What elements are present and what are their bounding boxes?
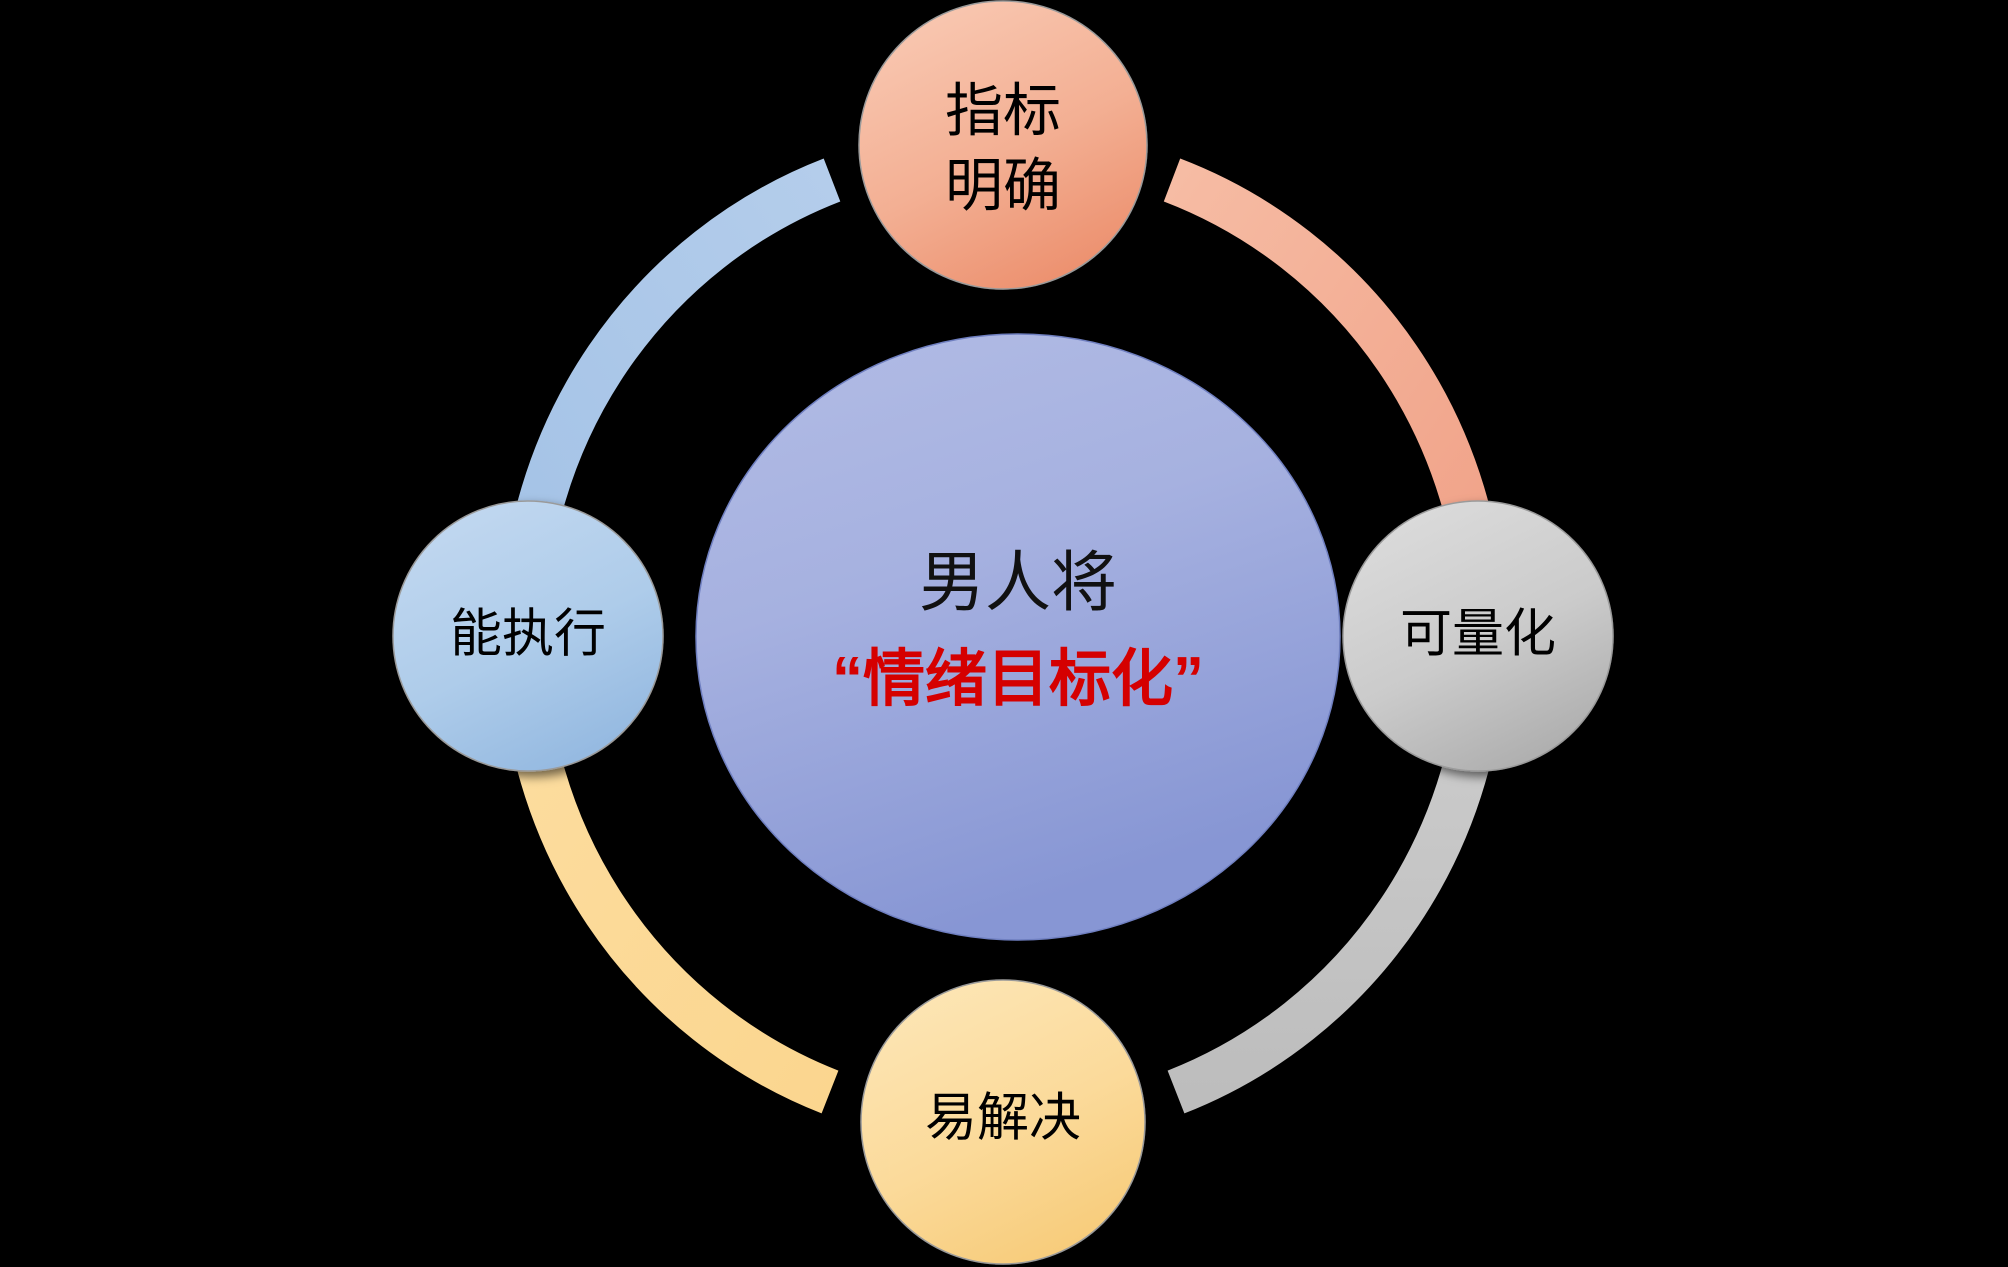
node-top-label-line1: 指标 <box>945 78 1061 143</box>
node-right[interactable] <box>1342 500 1614 772</box>
node-left-label: 能执行 <box>450 606 606 664</box>
node-top-label-line2: 明确 <box>945 153 1061 218</box>
node-bottom-label: 易解决 <box>925 1090 1081 1148</box>
node-right-label: 可量化 <box>1400 606 1556 664</box>
node-top[interactable] <box>858 0 1148 290</box>
node-right-circle[interactable] <box>1342 500 1614 772</box>
center-label-line1: 男人将 <box>919 545 1117 619</box>
node-left-circle[interactable] <box>392 500 664 772</box>
center-ellipse[interactable] <box>695 333 1341 941</box>
node-left[interactable] <box>392 500 664 772</box>
center-node[interactable]: 男人将 “情绪目标化” <box>695 333 1341 941</box>
node-bottom-circle[interactable] <box>860 979 1146 1265</box>
node-top-circle[interactable] <box>858 0 1148 290</box>
center-label-line2: “情绪目标化” <box>832 645 1204 714</box>
node-bottom[interactable] <box>860 979 1146 1265</box>
